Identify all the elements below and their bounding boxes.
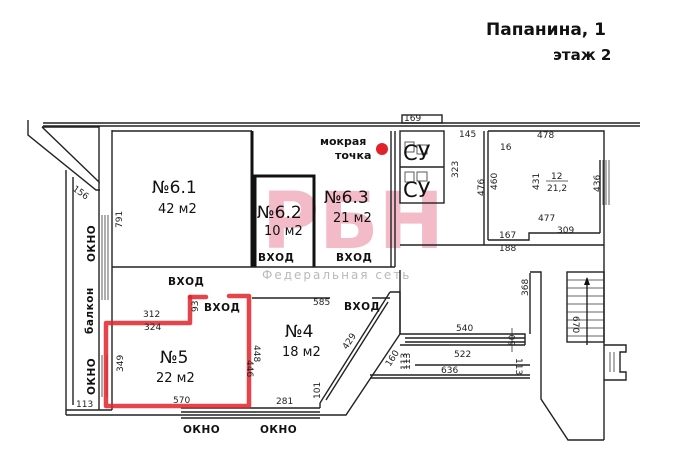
wet-point-label-line2: точка [335,149,371,162]
svg-text:101: 101 [313,382,323,399]
plan-address-title: Папанина, 1 [486,20,606,40]
room-number: №6.1 [152,178,197,198]
svg-text:540: 540 [456,324,473,334]
svg-text:188: 188 [499,244,516,254]
room-5-highlight-outline [103,293,252,409]
room-6-2[interactable]: №6.2 10 м2 [257,203,303,239]
svg-text:431: 431 [532,173,542,190]
svg-text:281: 281 [276,397,293,407]
room-number: №5 [160,348,189,368]
svg-text:429: 429 [341,332,359,352]
room-number: №4 [285,322,314,342]
room-5[interactable]: №5 22 м2 [156,348,195,386]
svg-text:446: 446 [244,360,254,377]
room-area: 10 м2 [264,224,303,239]
window-label-left-1: ОКНО [86,225,98,262]
svg-text:349: 349 [116,355,126,372]
svg-text:448: 448 [251,345,261,362]
svg-text:113: 113 [513,358,523,375]
balcony-label: балкон [84,287,96,334]
room-area: 18 м2 [282,345,321,360]
svg-text:113: 113 [76,400,93,410]
bathroom-label-2: СУ [403,178,431,202]
entrance-label-4: ВХОД [344,301,380,313]
svg-text:145: 145 [459,130,476,140]
entrance-label-5: ВХОД [204,302,240,314]
dimensions: 156 791 169 145 323 478 16 476 460 431 4… [70,114,603,410]
svg-text:436: 436 [593,175,603,192]
svg-text:522: 522 [454,350,471,360]
svg-text:113: 113 [400,353,410,370]
svg-text:585: 585 [313,298,330,308]
window-label-bottom-1: ОКНО [183,424,220,436]
svg-text:323: 323 [451,161,461,178]
svg-text:167: 167 [499,231,516,241]
room-6-1[interactable]: №6.1 42 м2 [152,178,197,217]
svg-text:50: 50 [508,334,518,346]
room-area: 21,2 [547,184,567,194]
svg-text:16: 16 [500,143,512,153]
svg-text:636: 636 [441,366,458,376]
room-number: №6.3 [324,188,369,208]
svg-text:169: 169 [404,114,421,124]
svg-text:324: 324 [144,323,161,333]
room-area: 22 м2 [156,371,195,386]
svg-text:93: 93 [191,301,201,312]
svg-text:312: 312 [143,310,160,320]
svg-text:476: 476 [477,179,487,196]
entrance-label-6-1: ВХОД [168,276,204,288]
room-number: №6.2 [257,203,302,223]
outer-walls [27,114,640,441]
svg-text:477: 477 [538,214,555,224]
watermark-tagline: Федеральная сеть [262,268,411,282]
plan-floor-subtitle: этаж 2 [553,46,612,64]
svg-text:791: 791 [115,211,125,228]
bathroom-label-1: СУ [403,141,431,165]
watermark-logo: РБН [262,177,444,267]
entrance-label-6-3: ВХОД [336,252,372,264]
wet-point-marker [376,143,388,155]
room-area: 21 м2 [333,211,372,226]
svg-text:478: 478 [537,131,554,141]
room-area: 42 м2 [158,202,197,217]
room-number: 12 [551,172,562,182]
room-12[interactable]: 12 21,2 [546,172,568,194]
svg-text:670: 670 [570,316,580,333]
room-4[interactable]: №4 18 м2 [282,322,321,360]
window-label-left-2: ОКНО [86,358,98,395]
svg-text:113: 113 [403,353,413,370]
room-6-3[interactable]: №6.3 21 м2 [324,188,372,226]
wet-point-label-line1: мокрая [320,135,366,148]
entrance-label-6-2: ВХОД [258,252,294,264]
window-label-bottom-2: ОКНО [260,424,297,436]
svg-text:460: 460 [490,173,500,190]
svg-text:570: 570 [173,396,190,406]
svg-text:368: 368 [521,279,531,296]
svg-text:309: 309 [557,226,574,236]
